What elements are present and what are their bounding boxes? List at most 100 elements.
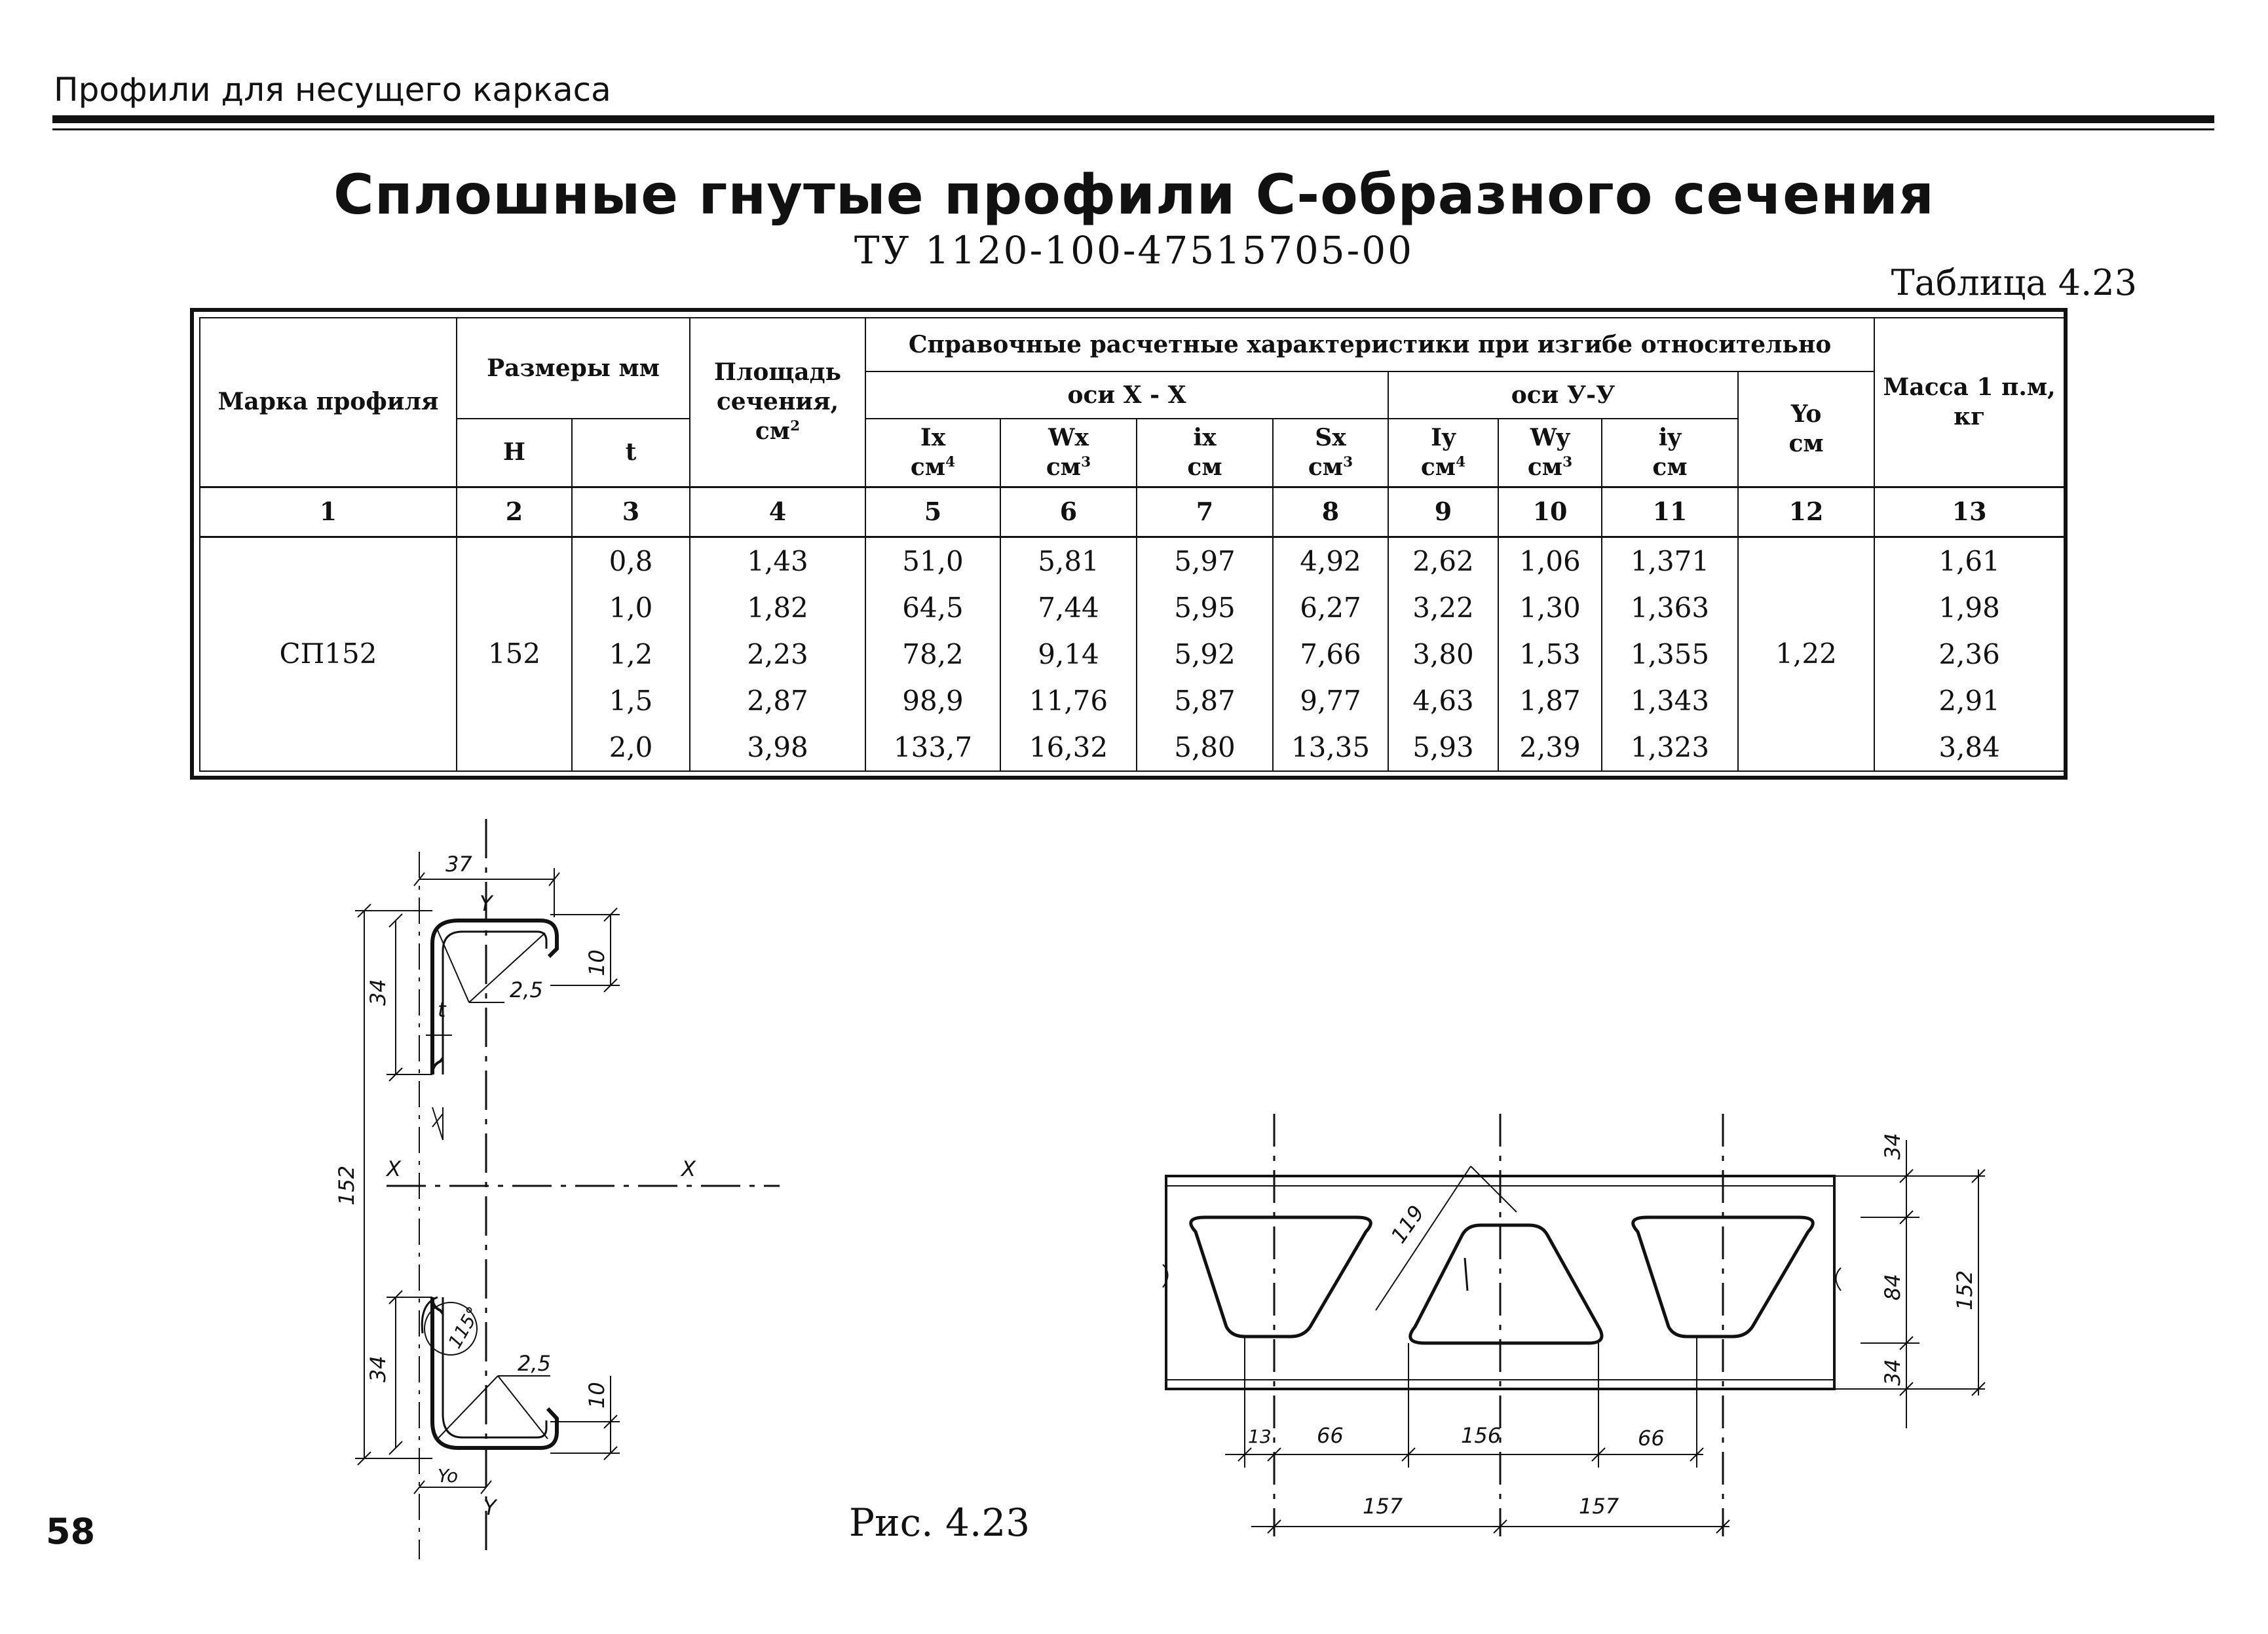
table-label: Таблица 4.23 (1891, 262, 2137, 303)
cell-iy: 1,355 (1630, 637, 1710, 670)
t-label: t (438, 997, 447, 1022)
cell-Wx: 7,44 (1038, 591, 1099, 624)
cell-Sx: 4,92 (1300, 544, 1361, 577)
cell-t: 1,2 (609, 637, 653, 670)
cell-mass: 3,84 (1938, 731, 2000, 763)
cell-Yo: 1,22 (1737, 536, 1876, 772)
column-number: 6 (1000, 485, 1138, 538)
column-number: 8 (1272, 485, 1389, 538)
cell-ix: 5,80 (1174, 731, 1236, 763)
cell-Ix: 133,7 (893, 731, 973, 763)
cell-Iy: 4,63 (1412, 684, 1474, 717)
cell-area: 1,82 (747, 591, 808, 624)
perf-dim-157-right: 157 (1579, 1494, 1619, 1519)
cell-Wy: 2,39 (1519, 731, 1581, 763)
column-number: 5 (865, 485, 1002, 538)
cell-Sx: 9,77 (1300, 684, 1361, 717)
cell-ix: 5,95 (1174, 591, 1236, 624)
cell-area: 2,87 (747, 684, 808, 717)
page-title: Сплошные гнутые профили С-образного сече… (333, 162, 1935, 227)
header-area-sup: 2 (790, 418, 801, 435)
cell-Ix: 64,5 (902, 591, 964, 624)
header-iy-unit: см (1652, 453, 1688, 481)
header-Sx-sup: 3 (1343, 453, 1353, 470)
cell-Iy: 3,22 (1412, 591, 1474, 624)
perf-dim-34-top: 34 (1880, 1133, 1905, 1160)
header-razmery: Размеры мм (455, 317, 691, 419)
perforation-drawing (1162, 1114, 1986, 1536)
header-Sx-unit: см (1308, 453, 1344, 481)
cell-marka: СП152 (199, 536, 457, 772)
column-number: 1 (199, 485, 457, 538)
dim-152: 152 (334, 1166, 359, 1206)
cell-Wx: 5,81 (1038, 544, 1099, 577)
header-Wx-sup: 3 (1081, 453, 1091, 470)
column-Sx: 4,92 6,27 7,66 9,77 13,35 (1272, 536, 1389, 772)
header-iy-label: iy (1658, 423, 1682, 451)
axis-x-left: X (385, 1156, 402, 1181)
column-number: 10 (1498, 485, 1603, 538)
cell-t: 0,8 (609, 544, 653, 577)
header-Wx-label: Wx (1048, 423, 1089, 451)
cell-Sx: 6,27 (1300, 591, 1361, 624)
header-Ix-unit: см (910, 453, 946, 481)
cell-Wy: 1,06 (1519, 544, 1581, 577)
header-yo-unit: см (1788, 429, 1824, 457)
cell-Iy: 5,93 (1412, 731, 1474, 763)
cell-t: 2,0 (609, 731, 653, 763)
header-marka: Марка профиля (199, 317, 457, 487)
angle-115: 115° (444, 1303, 484, 1352)
header-osi-y: оси У-У (1388, 371, 1739, 419)
header-rule-thick (52, 115, 2214, 123)
header-Wy-unit: см (1527, 453, 1563, 481)
cell-area: 1,43 (747, 544, 808, 577)
figure-caption: Рис. 4.23 (849, 1500, 1030, 1545)
perf-dim-34-bottom: 34 (1880, 1359, 1905, 1386)
cell-mass: 1,98 (1938, 591, 2000, 624)
c-section-drawing (355, 819, 780, 1559)
cell-Sx: 7,66 (1300, 637, 1361, 670)
header-spravochnye: Справочные расчетные характеристики при … (865, 317, 1876, 372)
yo-label: Yo (438, 1465, 458, 1487)
header-H: H (456, 418, 573, 487)
page-number: 58 (46, 1511, 96, 1552)
cell-area: 2,23 (747, 637, 808, 670)
cell-t: 1,5 (609, 684, 653, 717)
column-number: 9 (1388, 485, 1500, 538)
column-number: 3 (571, 485, 691, 538)
column-number: 2 (456, 485, 573, 538)
header-Wx-unit: см (1046, 453, 1082, 481)
dim-37: 37 (445, 852, 472, 877)
header-Iy-unit: см (1420, 453, 1456, 481)
header-yo-label: Yo (1790, 400, 1822, 428)
cell-mass: 2,36 (1938, 637, 2000, 670)
cell-mass: 2,91 (1938, 684, 2000, 717)
perf-dim-66-right: 66 (1638, 1426, 1665, 1451)
perf-dim-84: 84 (1880, 1274, 1905, 1301)
header-rule-thin (52, 128, 2214, 130)
perf-dim-13: 13 (1248, 1426, 1272, 1447)
perf-dim-156: 156 (1461, 1423, 1501, 1448)
column-number-row: 1 2 3 4 5 6 7 8 9 10 11 12 13 (199, 485, 2066, 538)
column-number: 11 (1601, 485, 1739, 538)
cell-Ix: 78,2 (902, 637, 964, 670)
perf-dim-157-left: 157 (1363, 1494, 1403, 1519)
dim-34-top: 34 (366, 979, 390, 1006)
cell-H: 152 (456, 536, 573, 772)
perf-dim-119: 119 (1386, 1201, 1429, 1248)
cell-Sx: 13,35 (1291, 731, 1370, 763)
header-ix-label: ix (1193, 423, 1217, 451)
